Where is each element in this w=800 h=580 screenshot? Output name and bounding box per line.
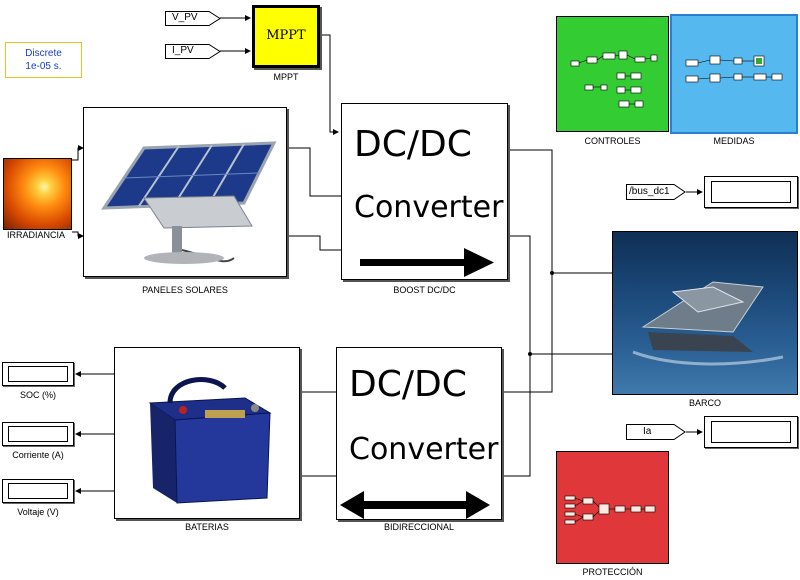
voltaje-display (2, 479, 74, 503)
medidas-subsystem[interactable] (670, 14, 798, 134)
controles-caption: CONTROLES (584, 136, 641, 146)
mppt-caption: MPPT (273, 72, 299, 82)
irradiancia-caption: IRRADIANCIA (6, 230, 65, 240)
baterias-block[interactable] (114, 347, 300, 519)
boost-dcdc-block[interactable]: DC/DC Converter (341, 103, 508, 280)
ia-display (704, 416, 798, 448)
soc-caption: SOC (%) (20, 390, 56, 400)
bidireccional-line1: DC/DC (349, 364, 467, 405)
battery-icon (148, 377, 272, 504)
ipv-label: I_PV (172, 45, 194, 56)
irradiancia-block[interactable] (3, 158, 72, 230)
proteccion-caption: PROTECCIÓN (582, 567, 643, 577)
proteccion-icon (564, 495, 656, 525)
bidireccional-caption: BIDIRECCIONAL (383, 522, 454, 532)
medidas-caption: MEDIDAS (713, 136, 755, 146)
mppt-block[interactable]: MPPT (252, 5, 320, 68)
boat-icon (632, 281, 784, 366)
bidireccional-line2: Converter (349, 432, 499, 467)
mppt-label: MPPT (266, 28, 306, 43)
controles-subsystem[interactable] (556, 16, 669, 132)
medidas-icon (685, 55, 783, 83)
ia-label: Ia (643, 426, 652, 437)
bus-dc1-display (704, 176, 798, 208)
soc-display (2, 362, 74, 386)
solver-mode: Discrete (25, 48, 62, 59)
corriente-caption: Corriente (A) (12, 450, 64, 460)
ia-tag[interactable] (626, 424, 686, 440)
barco-block[interactable] (612, 231, 798, 395)
controles-icon (570, 50, 658, 108)
solar-panel-icon (101, 141, 277, 264)
boost-line2: Converter (354, 190, 504, 225)
sample-time: 1e-05 s. (25, 61, 62, 72)
right-arrow-icon (360, 248, 494, 277)
bidireccional-dcdc-block[interactable]: DC/DC Converter (336, 347, 502, 520)
vpv-label: V_PV (172, 12, 198, 23)
corriente-display (2, 422, 74, 446)
powergui-block[interactable]: Discrete 1e-05 s. (5, 42, 82, 78)
voltaje-caption: Voltaje (V) (17, 507, 59, 517)
barco-caption: BARCO (688, 398, 721, 408)
ipv-tag[interactable] (165, 44, 221, 59)
vpv-tag[interactable] (165, 11, 221, 26)
bus-dc1-tag[interactable] (626, 184, 686, 200)
proteccion-subsystem[interactable] (556, 451, 669, 564)
bidirectional-arrow-icon (340, 491, 490, 519)
paneles-solares-block[interactable] (83, 107, 287, 277)
boost-caption: BOOST DC/DC (393, 285, 456, 295)
baterias-caption: BATERIAS (185, 522, 229, 532)
paneles-caption: PANELES SOLARES (142, 285, 228, 295)
bus-dc1-label: /bus_dc1 (629, 186, 670, 197)
boost-line1: DC/DC (354, 124, 472, 165)
